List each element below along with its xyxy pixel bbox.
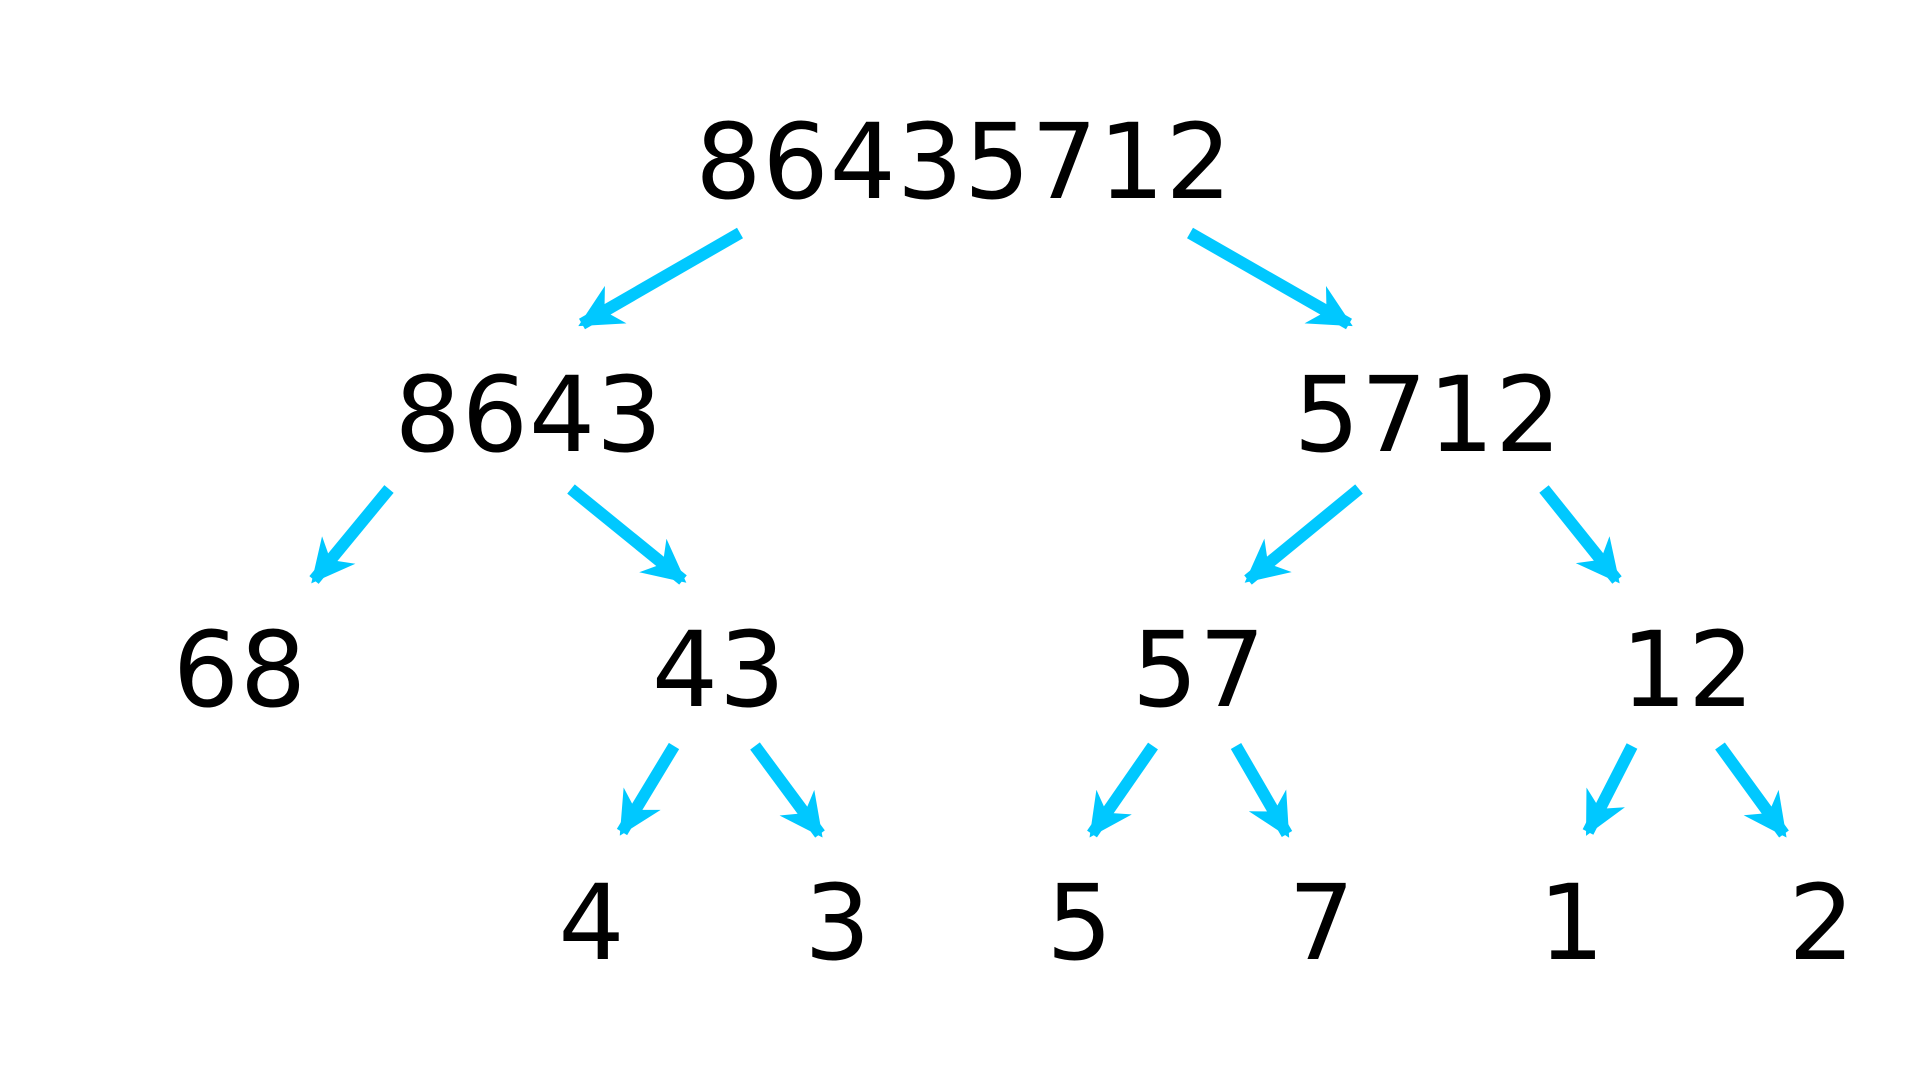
arrow-root-to-right: [1187, 227, 1353, 330]
arrow-57-to-7: [1230, 742, 1293, 838]
arrow-8643-to-43: [567, 484, 687, 585]
node-left-half: 8643: [394, 354, 664, 476]
node-68: 68: [172, 609, 308, 731]
arrow-12-to-1: [1582, 743, 1638, 836]
arrow-43-to-4: [616, 742, 680, 836]
node-43: 43: [651, 609, 787, 731]
node-57: 57: [1131, 609, 1267, 731]
node-4: 4: [558, 862, 626, 984]
node-7: 7: [1288, 862, 1356, 984]
node-2: 2: [1788, 862, 1856, 984]
arrow-43-to-3: [750, 742, 825, 838]
arrow-8643-to-68: [309, 485, 394, 584]
node-3: 3: [804, 862, 872, 984]
arrow-5712-to-57: [1244, 484, 1363, 585]
arrow-root-to-left: [578, 227, 743, 330]
arrow-12-to-2: [1715, 742, 1789, 838]
node-right-half: 5712: [1293, 354, 1563, 476]
node-root: 86435712: [695, 101, 1233, 223]
arrow-57-to-5: [1087, 742, 1158, 838]
arrow-5712-to-12: [1539, 485, 1622, 584]
node-12: 12: [1620, 609, 1756, 731]
node-1: 1: [1538, 862, 1606, 984]
node-5: 5: [1046, 862, 1114, 984]
